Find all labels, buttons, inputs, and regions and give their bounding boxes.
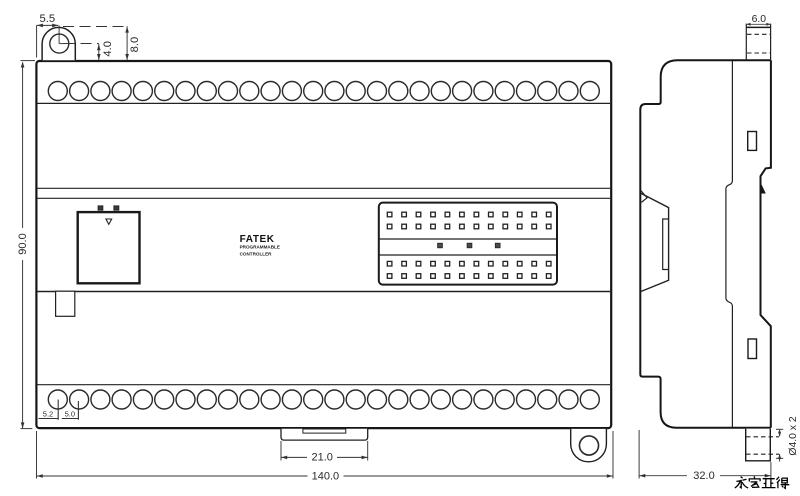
svg-text:90.0: 90.0 — [17, 233, 29, 254]
svg-text:FATEK: FATEK — [240, 234, 275, 245]
svg-text:4.0: 4.0 — [102, 41, 114, 57]
svg-text:CONTROLLER: CONTROLLER — [240, 251, 273, 256]
svg-text:Ø4.0 x 2: Ø4.0 x 2 — [788, 416, 799, 455]
svg-text:21.0: 21.0 — [311, 452, 332, 464]
svg-text:5.5: 5.5 — [40, 13, 56, 25]
svg-text:PROGRAMMABLE: PROGRAMMABLE — [240, 244, 280, 249]
svg-text:5.0: 5.0 — [65, 409, 75, 418]
svg-text:140.0: 140.0 — [312, 470, 340, 482]
svg-text:6.0: 6.0 — [752, 14, 767, 25]
svg-text:5.2: 5.2 — [43, 409, 53, 418]
svg-text:32.0: 32.0 — [693, 470, 714, 482]
svg-text:8.0: 8.0 — [129, 37, 141, 53]
